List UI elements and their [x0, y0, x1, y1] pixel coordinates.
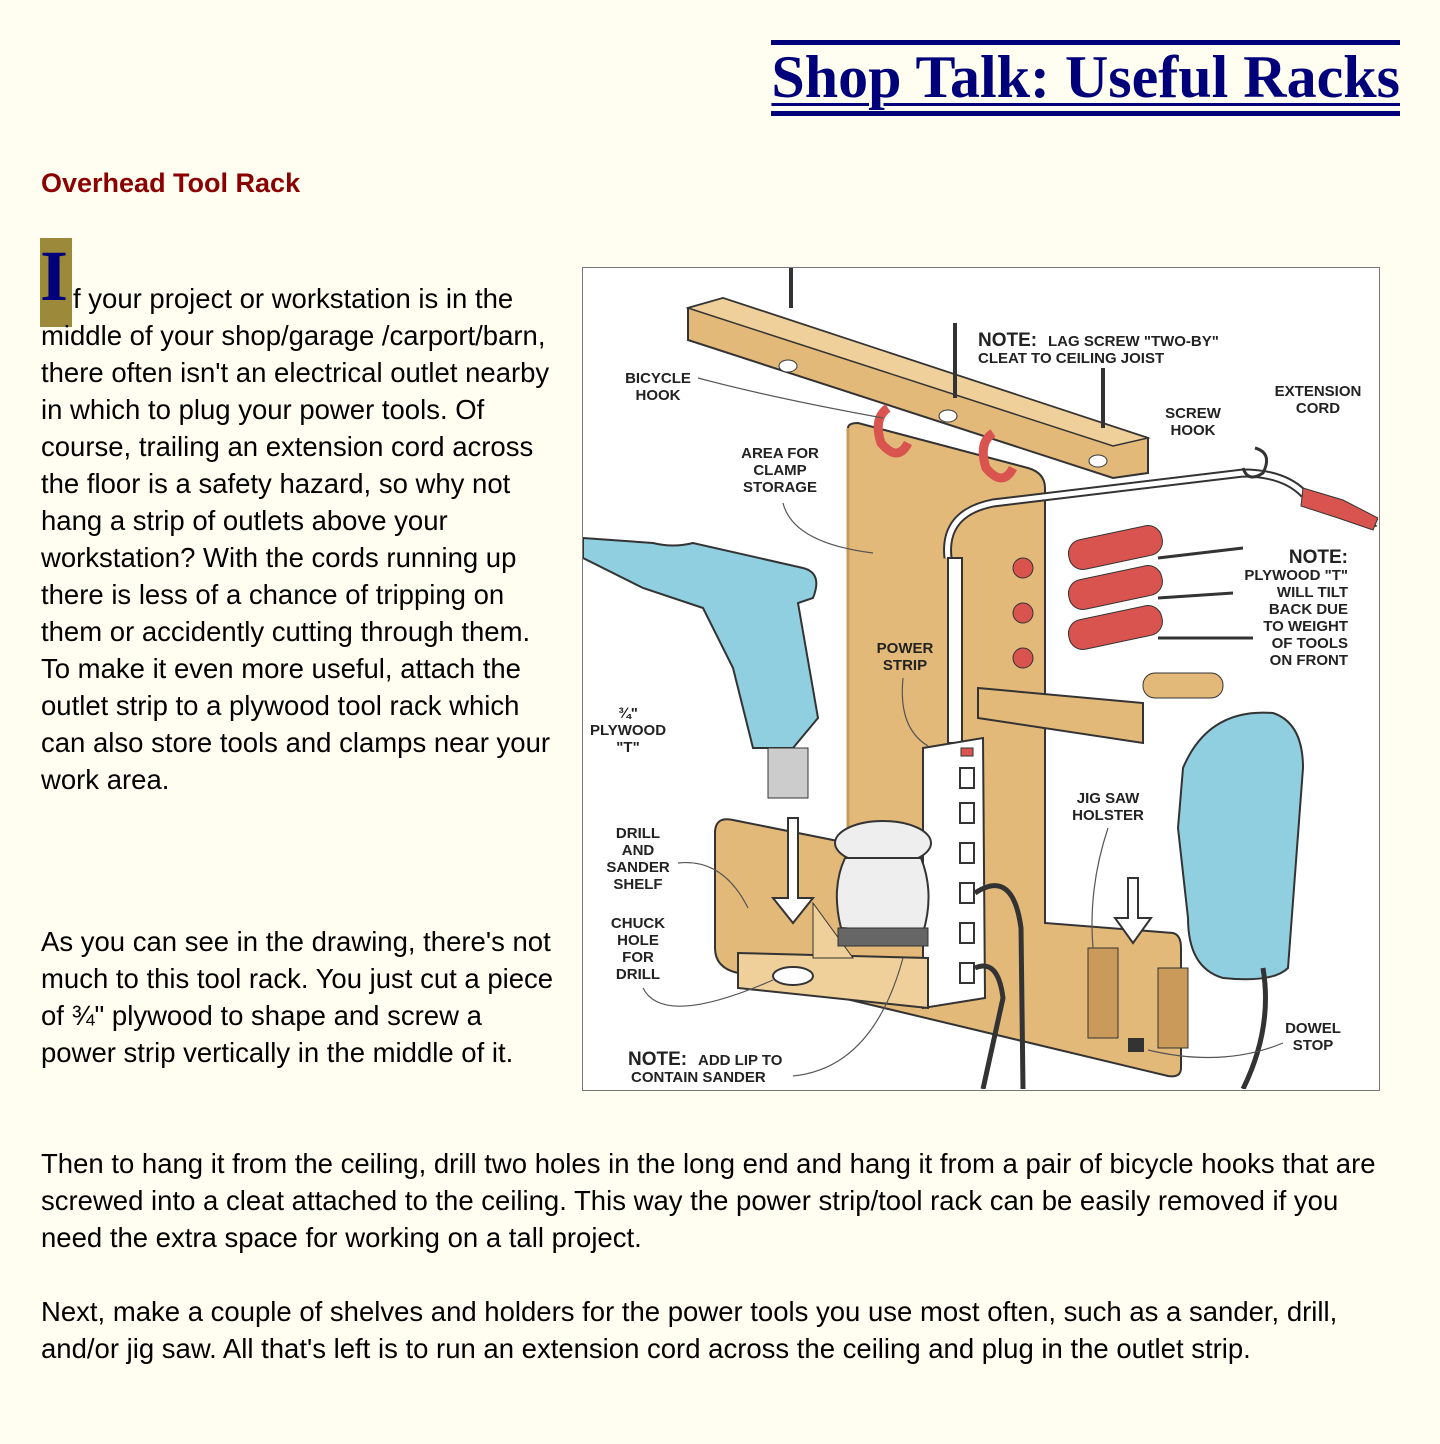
tool-rack-illustration: BICYCLE HOOK NOTE: LAG SCREW "TWO-BY" CL…	[582, 267, 1380, 1091]
note-tilt-line4: TO WEIGHT	[1263, 618, 1348, 635]
label-bicycle-hook-2: HOOK	[636, 387, 681, 404]
label-screw-hook-2: HOOK	[1171, 422, 1216, 439]
note-tilt-line3: BACK DUE	[1269, 601, 1348, 618]
label-chuck-hole-4: DRILL	[616, 966, 660, 983]
note-lag-screw-title: NOTE:	[978, 330, 1037, 351]
label-dowel-stop-1: DOWEL	[1285, 1020, 1341, 1037]
section-heading: Overhead Tool Rack	[41, 168, 301, 198]
label-plywood-t-2: PLYWOOD	[590, 722, 666, 739]
note-tilt-line6: ON FRONT	[1270, 652, 1348, 669]
ceiling-cleat	[685, 268, 1151, 480]
chisel-shelf	[977, 686, 1144, 745]
label-power-strip-2: STRIP	[883, 657, 927, 674]
paragraph-intro: f your project or workstation is in the …	[41, 280, 561, 798]
label-chuck-hole-1: CHUCK	[611, 915, 665, 932]
paragraph-intro-text: f your project or workstation is in the …	[41, 283, 551, 795]
note-lag-screw-line2: CLEAT TO CEILING JOIST	[978, 350, 1164, 367]
page-title: Shop Talk: Useful Racks	[771, 44, 1400, 110]
label-area-clamp-3: STORAGE	[743, 479, 817, 496]
chisel-handle	[1142, 672, 1224, 699]
label-extension-cord-1: EXTENSION	[1275, 383, 1362, 400]
note-lag-screw-line1: LAG SCREW "TWO-BY"	[1048, 333, 1219, 350]
label-drill-shelf-2: AND	[622, 842, 655, 859]
label-bicycle-hook-1: BICYCLE	[625, 370, 691, 387]
label-extension-cord-2: CORD	[1296, 400, 1340, 417]
label-drill-shelf-1: DRILL	[616, 825, 660, 842]
tool-rack-drawing: BICYCLE HOOK NOTE: LAG SCREW "TWO-BY" CL…	[583, 268, 1378, 1089]
note-lip-title: NOTE:	[628, 1049, 687, 1070]
label-area-clamp-1: AREA FOR	[741, 445, 819, 462]
label-dowel-stop-2: STOP	[1293, 1037, 1334, 1054]
title-block: Shop Talk: Useful Racks	[771, 40, 1400, 116]
note-tilt-line5: OF TOOLS	[1272, 635, 1348, 652]
label-power-strip-1: POWER	[877, 640, 934, 657]
note-lip-line1: ADD LIP TO	[698, 1052, 783, 1069]
sander	[834, 820, 932, 947]
screw-hook	[1241, 446, 1269, 479]
label-chuck-hole-3: FOR	[622, 949, 654, 966]
extension-cord-plug	[1300, 487, 1378, 531]
drop-cap-letter: I	[40, 236, 69, 316]
drill	[583, 536, 820, 799]
label-drill-shelf-4: SHELF	[613, 876, 662, 893]
label-area-clamp-2: CLAMP	[753, 462, 806, 479]
paragraph-drawing: As you can see in the drawing, there's n…	[41, 926, 554, 1068]
label-chuck-hole-2: HOLE	[617, 932, 659, 949]
note-tilt-line1: PLYWOOD "T"	[1244, 567, 1348, 584]
label-jig-saw-2: HOLSTER	[1072, 807, 1144, 824]
screwdrivers	[1012, 525, 1253, 669]
drop-cap: I	[40, 238, 72, 327]
jig-saw	[1087, 711, 1305, 1089]
label-plywood-t-3: "T"	[616, 739, 639, 756]
label-jig-saw-1: JIG SAW	[1077, 790, 1140, 807]
label-plywood-t-1: ¾"	[618, 705, 638, 722]
paragraph-hanging: Then to hang it from the ceiling, drill …	[41, 1148, 1376, 1253]
note-lip-line2: CONTAIN SANDER	[631, 1069, 766, 1086]
bicycle-hooks	[873, 404, 1018, 483]
note-tilt-line2: WILL TILT	[1277, 584, 1348, 601]
drill-sander-shelf	[737, 817, 929, 1010]
power-strip	[922, 557, 1026, 1089]
note-tilt-title: NOTE:	[1289, 547, 1348, 568]
label-screw-hook-1: SCREW	[1165, 405, 1222, 422]
paragraph-shelves: Next, make a couple of shelves and holde…	[41, 1296, 1338, 1364]
label-drill-shelf-3: SANDER	[606, 859, 670, 876]
